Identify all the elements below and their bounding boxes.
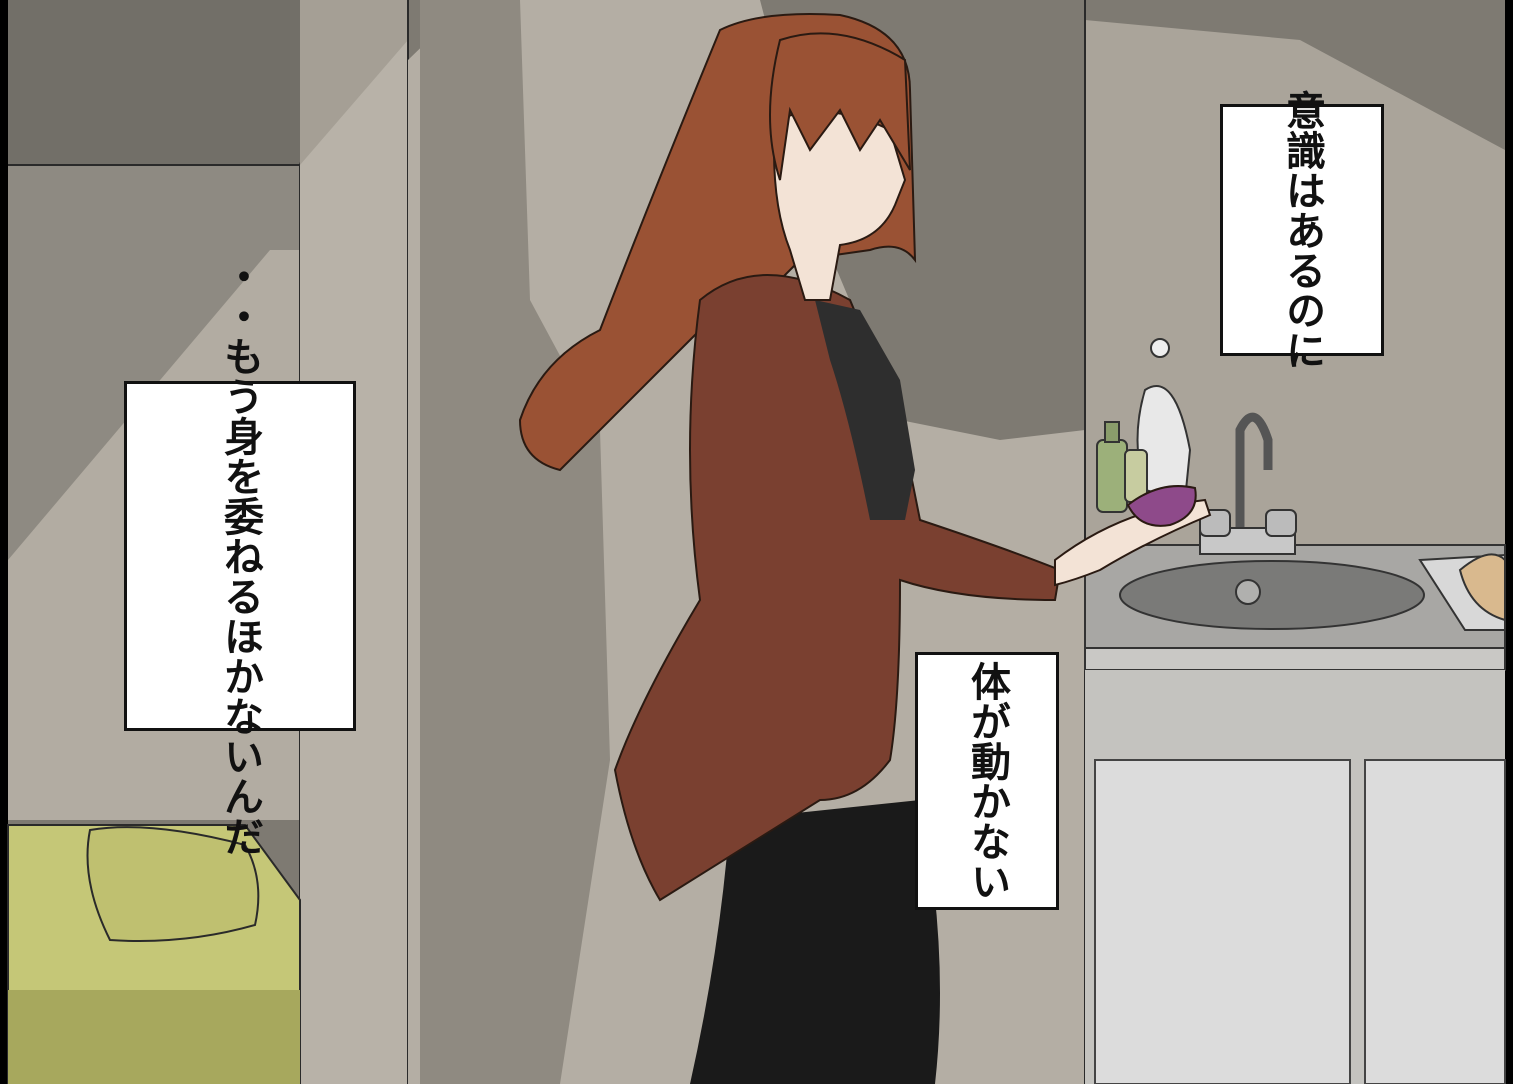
- sink-basin: [1119, 560, 1425, 630]
- caption-box-surrender: ・・もう 身を委ねる ほかないんだ: [124, 256, 356, 856]
- caption-line: 意識は: [1279, 90, 1325, 210]
- caption-line: ・・もう: [217, 256, 263, 416]
- left-alcove-wall: [8, 0, 355, 165]
- faucet: [1235, 412, 1273, 540]
- caption-line: 身を委ねる: [217, 416, 263, 616]
- soap-bottle: [1096, 439, 1128, 513]
- caption-box-awareness: 意識は あるのに: [1220, 90, 1384, 370]
- hair-bangs: [769, 32, 911, 181]
- purple-pouch: [1126, 485, 1197, 527]
- caption-box-body: 体が 動かない: [915, 652, 1059, 910]
- caption-line: あるのに: [1279, 210, 1325, 370]
- caption-line: 体が: [964, 661, 1010, 741]
- shirt: [815, 300, 915, 520]
- pillow: [86, 826, 260, 942]
- woman-shadow: [420, 0, 610, 1084]
- caption-line: 動かない: [964, 741, 1010, 901]
- pants: [690, 800, 940, 1084]
- jacket: [613, 274, 1062, 902]
- caption-line: ほかないんだ: [217, 616, 263, 856]
- wall-hook: [1150, 338, 1170, 358]
